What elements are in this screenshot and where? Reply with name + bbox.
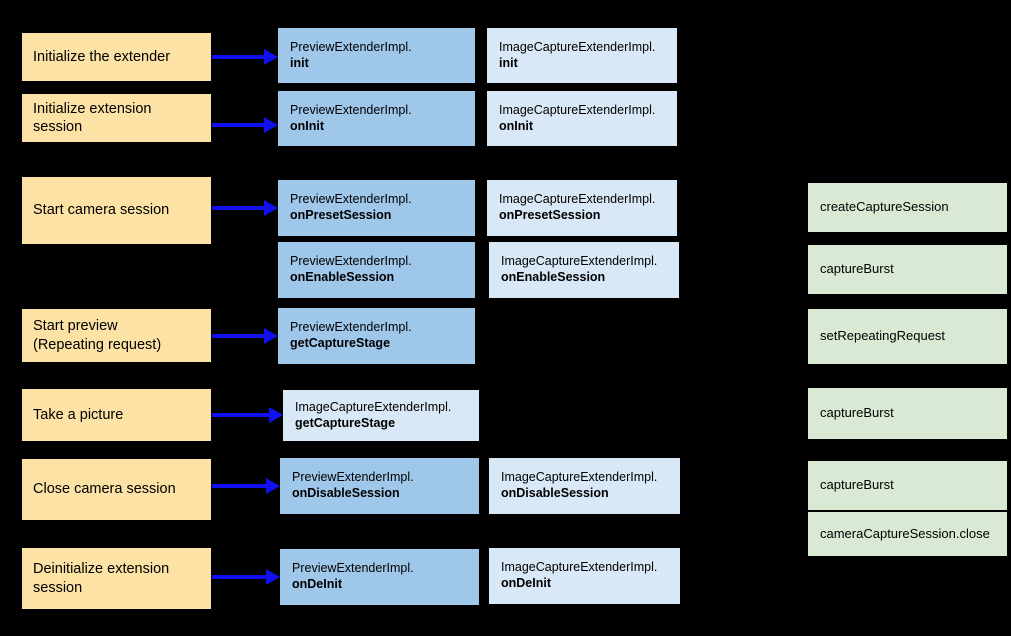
preview-method-name: onPresetSession bbox=[290, 208, 392, 222]
capture-method-name: onDeInit bbox=[501, 576, 551, 590]
preview-call-box-ondisablesession: PreviewExtenderImpl. onDisableSession bbox=[280, 458, 479, 514]
stage-label-line1: Start camera session bbox=[33, 202, 170, 219]
stage-box-start-preview: Start preview (Repeating request) bbox=[22, 309, 211, 362]
stage-label-line1: Start preview bbox=[33, 318, 118, 335]
stage-box-close-camera: Close camera session bbox=[22, 459, 211, 520]
api-call-box-captureburst-2: captureBurst bbox=[808, 388, 1007, 439]
stage-box-start-camera: Start camera session bbox=[22, 177, 211, 244]
stage-box-init-session: Initialize extension session bbox=[22, 94, 211, 142]
stage-box-deinit-session: Deinitialize extension session bbox=[22, 548, 211, 609]
capture-call-box-onenablesession: ImageCaptureExtenderImpl. onEnableSessio… bbox=[489, 242, 679, 298]
api-call-box-cameracapturesessionclose: cameraCaptureSession.close bbox=[808, 512, 1007, 556]
preview-call-box-init: PreviewExtenderImpl. init bbox=[278, 28, 475, 83]
capture-call-box-getcapturestage: ImageCaptureExtenderImpl. getCaptureStag… bbox=[283, 390, 479, 441]
preview-class-name: PreviewExtenderImpl. bbox=[292, 470, 414, 485]
preview-method-name: getCaptureStage bbox=[290, 336, 391, 350]
capture-call-box-onpresetsession: ImageCaptureExtenderImpl. onPresetSessio… bbox=[487, 180, 677, 236]
preview-class-name: PreviewExtenderImpl. bbox=[290, 102, 412, 117]
stage-label-line1: Initialize the extender bbox=[33, 48, 171, 65]
capture-class-name: ImageCaptureExtenderImpl. bbox=[501, 560, 658, 575]
api-call-box-captureburst-1: captureBurst bbox=[808, 245, 1007, 294]
api-call-label: createCaptureSession bbox=[820, 199, 949, 215]
preview-class-name: PreviewExtenderImpl. bbox=[290, 254, 412, 269]
capture-method-name: onEnableSession bbox=[501, 270, 606, 284]
capture-call-box-ondisablesession: ImageCaptureExtenderImpl. onDisableSessi… bbox=[489, 458, 680, 514]
api-call-label: captureBurst bbox=[820, 477, 894, 493]
stage-label-line1: Initialize extension bbox=[33, 100, 152, 117]
stage-label-line2: (Repeating request) bbox=[33, 336, 162, 353]
capture-call-box-ondeinit: ImageCaptureExtenderImpl. onDeInit bbox=[489, 548, 680, 604]
preview-class-name: PreviewExtenderImpl. bbox=[292, 561, 414, 576]
preview-method-name: onInit bbox=[290, 118, 325, 133]
api-call-box-captureburst-3: captureBurst bbox=[808, 461, 1007, 510]
capture-method-name: onPresetSession bbox=[499, 208, 601, 222]
preview-call-box-getcapturestage: PreviewExtenderImpl. getCaptureStage bbox=[278, 308, 475, 364]
preview-method-name: onDeInit bbox=[292, 577, 342, 591]
stage-label-line1: Deinitialize extension bbox=[33, 561, 170, 578]
preview-call-box-oninit: PreviewExtenderImpl. onInit bbox=[278, 91, 475, 146]
capture-class-name: ImageCaptureExtenderImpl. bbox=[499, 102, 656, 117]
api-call-label: captureBurst bbox=[820, 261, 894, 277]
preview-call-box-onenablesession: PreviewExtenderImpl. onEnableSession bbox=[278, 242, 475, 298]
preview-call-box-ondeinit: PreviewExtenderImpl. onDeInit bbox=[280, 549, 479, 605]
api-call-label: cameraCaptureSession.close bbox=[820, 525, 990, 541]
preview-class-name: PreviewExtenderImpl. bbox=[290, 320, 412, 335]
stage-label-line1: Close camera session bbox=[33, 481, 176, 498]
api-call-label: captureBurst bbox=[820, 405, 894, 421]
stage-label-line2: session bbox=[33, 579, 83, 596]
capture-class-name: ImageCaptureExtenderImpl. bbox=[499, 39, 656, 54]
api-call-box-setrepeatingrequest: setRepeatingRequest bbox=[808, 309, 1007, 364]
capture-method-name: init bbox=[499, 55, 518, 70]
preview-method-name: onDisableSession bbox=[292, 486, 400, 500]
capture-call-box-init: ImageCaptureExtenderImpl. init bbox=[487, 28, 677, 83]
capture-call-box-oninit: ImageCaptureExtenderImpl. onInit bbox=[487, 91, 677, 146]
preview-method-name: init bbox=[290, 55, 309, 70]
capture-class-name: ImageCaptureExtenderImpl. bbox=[295, 399, 452, 414]
capture-class-name: ImageCaptureExtenderImpl. bbox=[501, 254, 658, 269]
preview-call-box-onpresetsession: PreviewExtenderImpl. onPresetSession bbox=[278, 180, 475, 236]
stage-box-init-extender: Initialize the extender bbox=[22, 33, 211, 81]
preview-class-name: PreviewExtenderImpl. bbox=[290, 39, 412, 54]
capture-method-name: onDisableSession bbox=[501, 486, 609, 500]
preview-class-name: PreviewExtenderImpl. bbox=[290, 192, 412, 207]
api-call-label: setRepeatingRequest bbox=[820, 328, 946, 344]
capture-class-name: ImageCaptureExtenderImpl. bbox=[499, 192, 656, 207]
stage-label-line2: session bbox=[33, 119, 83, 135]
api-call-box-createcapturesession: createCaptureSession bbox=[808, 183, 1007, 232]
capture-class-name: ImageCaptureExtenderImpl. bbox=[501, 470, 658, 485]
stage-box-take-picture: Take a picture bbox=[22, 389, 211, 441]
stage-label-line1: Take a picture bbox=[33, 406, 124, 423]
preview-method-name: onEnableSession bbox=[290, 270, 395, 284]
capture-method-name: onInit bbox=[499, 118, 534, 133]
capture-method-name: getCaptureStage bbox=[295, 415, 396, 430]
